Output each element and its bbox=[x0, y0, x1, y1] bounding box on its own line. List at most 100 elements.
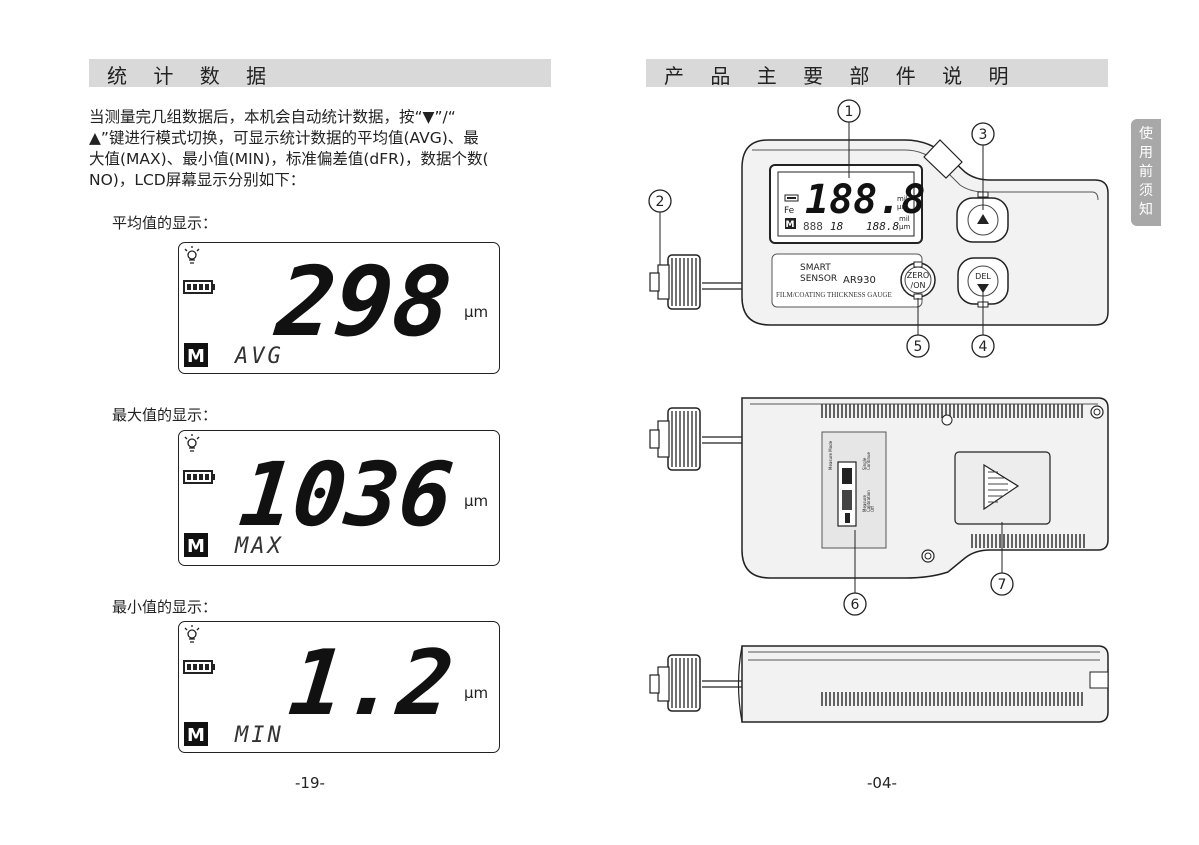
unit-label: μm bbox=[897, 203, 908, 211]
model-name: AR930 bbox=[843, 275, 876, 286]
side-tab-char: 前 bbox=[1139, 164, 1153, 180]
section-header-statistics: 统 计 数 据 bbox=[89, 59, 551, 88]
zero-on-button[interactable]: ZERO /ON bbox=[900, 261, 936, 300]
statistics-paragraph: 当测量完几组数据后，本机会自动统计数据，按“▼”/“ ▲”键进行模式切换，可显示… bbox=[89, 107, 557, 191]
paragraph-line: 大值(MAX)、最小值(MIN)，标准偏差值(dFR)，数据个数( bbox=[89, 150, 489, 168]
mode-switch-panel: Measure Mode Single Continue Measure Cal… bbox=[821, 431, 887, 549]
device-side-view bbox=[649, 645, 1109, 723]
vent-grille-top bbox=[821, 404, 1083, 418]
device-front-view: Fe M 188.8 mil μm mil μm 888 18 188.8 SM… bbox=[649, 139, 1109, 326]
side-tab-char: 知 bbox=[1139, 202, 1153, 218]
lcd-mode-text: AVG bbox=[233, 344, 284, 369]
paragraph-line: ▲”键进行模式切换，可显示统计数据的平均值(AVG)、最 bbox=[89, 129, 479, 147]
lcd-fe-indicator: Fe bbox=[784, 206, 795, 216]
callout-7: 7 bbox=[990, 522, 1014, 596]
callout-number: 3 bbox=[979, 127, 988, 143]
lcd-avg-display: 298 μm M AVG bbox=[178, 242, 500, 374]
section-title: 产 品 主 要 部 件 说 明 bbox=[664, 64, 1019, 88]
bulb-icon bbox=[184, 625, 200, 643]
device-back-view: Measure Mode Single Continue Measure Cal… bbox=[649, 397, 1109, 579]
unit-label: μm bbox=[464, 684, 488, 702]
side-tab-char: 用 bbox=[1139, 145, 1153, 161]
page-number: -19- bbox=[295, 774, 325, 792]
unit-label: μm bbox=[899, 223, 910, 231]
memory-mode-icon bbox=[184, 722, 208, 746]
brand-line-1: SMART bbox=[800, 263, 831, 273]
callout-1: 1 bbox=[837, 99, 861, 178]
unit-label: mil bbox=[897, 195, 908, 203]
battery-icon bbox=[183, 660, 215, 674]
memory-mode-icon bbox=[184, 533, 208, 557]
del-button-label: DEL bbox=[975, 272, 991, 281]
lcd-sub-left: 18 bbox=[830, 220, 844, 233]
lcd-max-display: 1036 μm M MAX bbox=[178, 430, 500, 566]
down-triangle-icon bbox=[977, 284, 989, 293]
probe-connector bbox=[649, 254, 742, 310]
callout-number: 5 bbox=[914, 339, 923, 355]
side-tab-char: 使 bbox=[1139, 126, 1153, 142]
unit-label: μm bbox=[464, 303, 488, 321]
memory-mode-letter: M bbox=[786, 220, 795, 230]
switch-label: Continue bbox=[866, 451, 871, 470]
callout-3: 3 bbox=[971, 122, 995, 210]
battery-cover bbox=[954, 451, 1051, 525]
callout-number: 1 bbox=[845, 104, 854, 120]
bulb-icon bbox=[184, 246, 200, 264]
lcd-main-digits: 188.8 bbox=[805, 177, 925, 223]
zero-button-label: /ON bbox=[911, 281, 926, 290]
callout-5: 5 bbox=[906, 298, 930, 358]
switch-label: Calibration bbox=[866, 490, 871, 512]
callout-number: 4 bbox=[979, 339, 988, 355]
callout-4: 4 bbox=[971, 292, 995, 358]
memory-mode-icon bbox=[785, 218, 796, 229]
side-tab-before-use: 使 用 前 须 知 bbox=[1131, 119, 1161, 226]
screw-icon bbox=[921, 549, 935, 563]
up-triangle-icon bbox=[977, 214, 989, 224]
lcd-main-value: 1036 bbox=[235, 443, 458, 546]
vent-grille-bottom bbox=[971, 534, 1085, 548]
callout-number: 7 bbox=[998, 577, 1007, 593]
memory-mode-letter: M bbox=[187, 536, 205, 557]
lcd-main-value: 1.2 bbox=[284, 631, 458, 736]
lcd-sub-right: 188.8 bbox=[866, 220, 899, 233]
screw-icon bbox=[941, 414, 953, 426]
paragraph-line: 当测量完几组数据后，本机会自动统计数据，按“▼”/“ bbox=[89, 108, 456, 126]
battery-icon bbox=[183, 470, 215, 484]
avg-display-label: 平均值的显示： bbox=[112, 214, 218, 232]
lcd-min-display: 1.2 μm M MIN bbox=[178, 621, 500, 753]
callout-number: 2 bbox=[656, 194, 665, 210]
max-display-label: 最大值的显示： bbox=[112, 406, 218, 424]
callout-6: 6 bbox=[843, 530, 867, 616]
callout-2: 2 bbox=[648, 189, 672, 265]
memory-mode-letter: M bbox=[187, 346, 205, 367]
switch-label: Measure bbox=[862, 494, 867, 512]
probe-connector bbox=[649, 407, 742, 471]
battery-icon bbox=[784, 194, 799, 202]
section-header-components: 产 品 主 要 部 件 说 明 bbox=[646, 59, 1108, 88]
side-tab-char: 须 bbox=[1139, 183, 1153, 199]
page-number: -04- bbox=[867, 774, 897, 792]
zero-button-label: ZERO bbox=[907, 271, 929, 280]
memory-mode-icon bbox=[184, 343, 208, 367]
battery-icon bbox=[183, 280, 215, 294]
unit-label: μm bbox=[464, 492, 488, 510]
brand-line-2: SENSOR bbox=[800, 274, 837, 284]
del-down-button[interactable]: DEL bbox=[957, 257, 1009, 308]
device-tagline: FILM/COATING THICKNESS GAUGE bbox=[776, 291, 892, 299]
bulb-icon bbox=[184, 434, 200, 452]
min-display-label: 最小值的显示： bbox=[112, 598, 218, 616]
lcd-mode-text: MAX bbox=[234, 534, 284, 559]
switch-label: Single bbox=[862, 457, 867, 470]
switch-label: Off bbox=[870, 506, 875, 512]
paragraph-line: NO)，LCD屏幕显示分别如下： bbox=[89, 171, 306, 189]
section-title: 统 计 数 据 bbox=[107, 64, 277, 88]
screw-icon bbox=[1090, 405, 1104, 419]
probe-connector bbox=[649, 654, 742, 712]
left-page: 统 计 数 据 当测量完几组数据后，本机会自动统计数据，按“▼”/“ ▲”键进行… bbox=[89, 59, 557, 792]
lcd-mode-text: MIN bbox=[234, 723, 284, 748]
vent-grille-side bbox=[821, 692, 1083, 706]
lcd-main-value: 298 bbox=[270, 246, 457, 358]
memory-mode-letter: M bbox=[187, 725, 205, 746]
callout-number: 6 bbox=[851, 597, 860, 613]
